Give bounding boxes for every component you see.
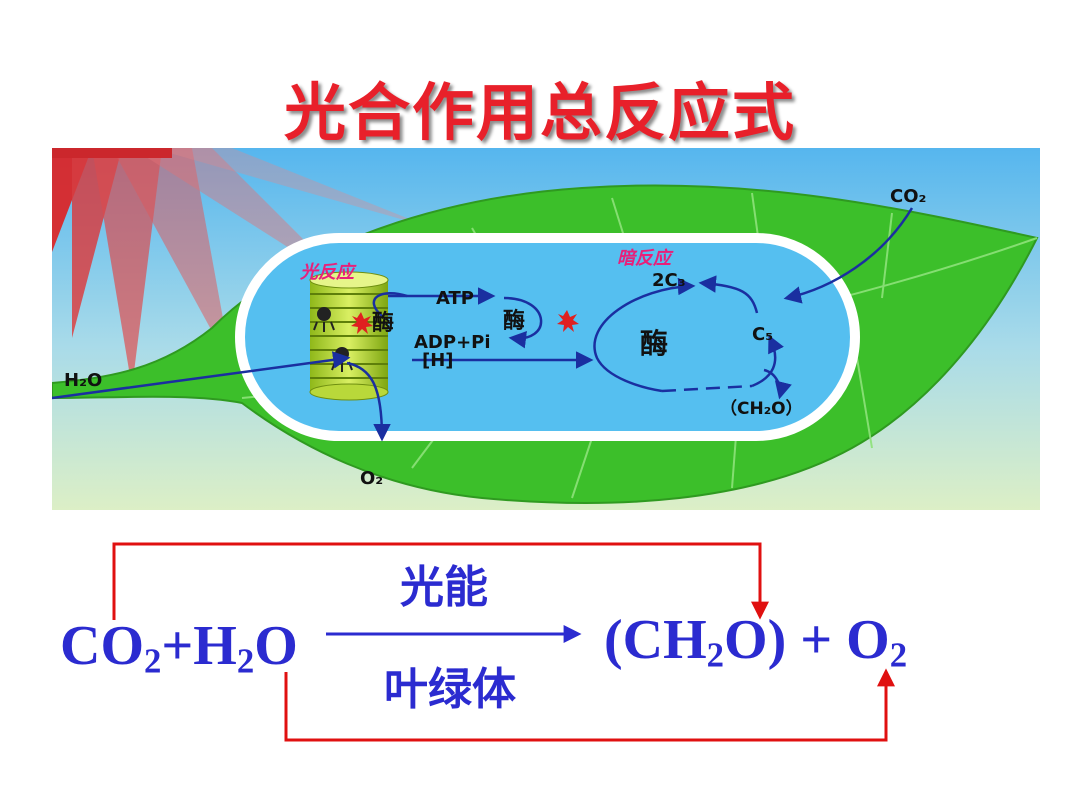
h-label: [H] bbox=[422, 350, 454, 371]
reactant-h2o-subscript: 2 bbox=[236, 641, 255, 681]
reactant-o: O bbox=[254, 615, 298, 677]
enzyme-label-2: 酶 bbox=[503, 309, 525, 334]
light-reaction-label: 光反应 bbox=[299, 262, 357, 283]
product-o2-subscript: 2 bbox=[889, 635, 908, 675]
atp-to-adp-arrow bbox=[503, 296, 543, 349]
product-ch2o-base: (CH bbox=[604, 609, 707, 671]
adp-cycle-arrow bbox=[372, 291, 408, 317]
oxygen-trace-bottom bbox=[284, 668, 895, 742]
h2o-label: H₂O bbox=[64, 370, 102, 391]
adp-pi-label: ADP+Pi bbox=[414, 332, 491, 353]
h2o-arrow bbox=[52, 351, 351, 400]
reactants: CO2+H2O bbox=[60, 618, 298, 679]
photosynthesis-diagram: 光反应 暗反应 ATP 酶 酶 ADP+Pi [H] 酶 2C₃ C₅ （CH₂… bbox=[52, 148, 1040, 510]
o2-label: O₂ bbox=[360, 468, 383, 489]
reactant-co2-base: CO bbox=[60, 615, 144, 677]
starbursts bbox=[351, 310, 579, 334]
page-title: 光合作用总反应式 bbox=[283, 76, 796, 149]
condition-light: 光能 bbox=[400, 562, 488, 613]
reactant-h2o-base: +H bbox=[161, 615, 237, 677]
enzyme-label-3: 酶 bbox=[640, 327, 668, 360]
c3-label: 2C₃ bbox=[652, 270, 686, 291]
product-o2-base: O) + O bbox=[724, 609, 890, 671]
co2-arrow bbox=[783, 207, 914, 304]
reactant-co2-subscript: 2 bbox=[144, 641, 162, 681]
o2-arrow bbox=[346, 361, 391, 442]
ch2o-arrow bbox=[763, 368, 792, 400]
calvin-cycle-dash bbox=[661, 384, 753, 393]
c5-label: C₅ bbox=[752, 324, 773, 345]
co2-label: CO₂ bbox=[890, 186, 926, 207]
atp-label: ATP bbox=[436, 288, 474, 309]
enzyme-label-1: 酶 bbox=[372, 311, 394, 336]
product-ch2o-subscript: 2 bbox=[706, 635, 725, 675]
ch2o-label: （CH₂O） bbox=[720, 398, 803, 419]
dark-reaction-label: 暗反应 bbox=[617, 248, 674, 269]
condition-chloroplast: 叶绿体 bbox=[384, 664, 516, 715]
c5-to-c3 bbox=[698, 275, 759, 314]
calvin-to-c5 bbox=[751, 334, 784, 388]
oxygen-trace-top bbox=[112, 542, 769, 620]
products: (CH2O) + O2 bbox=[604, 612, 907, 673]
calvin-cycle-top bbox=[593, 277, 696, 393]
